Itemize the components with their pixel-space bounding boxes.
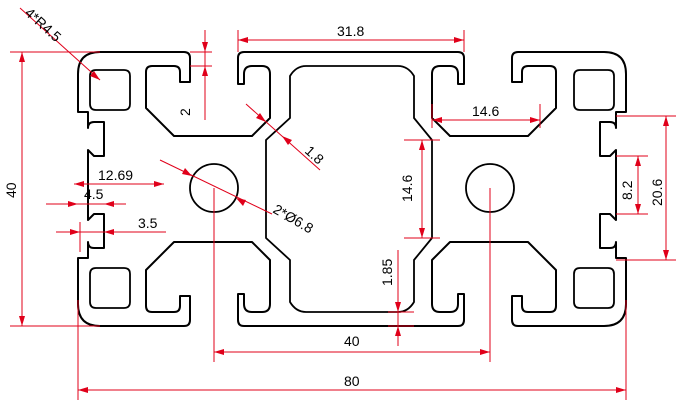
profile-outline <box>77 51 627 327</box>
label-slot-lip: 4.5 <box>84 186 104 202</box>
label-overall-height: 40 <box>3 182 19 198</box>
label-slot-depth: 2 <box>177 108 193 116</box>
label-center-web-width: 14.6 <box>472 103 499 119</box>
label-top-slot-width: 31.8 <box>337 23 364 39</box>
label-center-spacing: 40 <box>344 333 360 349</box>
label-bore-diameter: 2*Ø6.8 <box>271 201 317 237</box>
label-side-slot-width: 20.6 <box>649 179 665 206</box>
label-wall-thickness: 1.8 <box>302 142 327 167</box>
label-center-web-height: 14.6 <box>399 175 415 202</box>
label-slot-inner: 3.5 <box>138 215 158 231</box>
label-corner-radius: 4*R4.5 <box>22 4 65 45</box>
label-slot-offset: 12.69 <box>98 167 133 183</box>
label-side-slot-opening: 8.2 <box>619 180 635 200</box>
dimension-labels: 4*R4.5 31.8 2 1.8 14.6 14.6 2*Ø6.8 12.69… <box>3 4 665 389</box>
label-web-gap: 1.85 <box>379 259 395 286</box>
corner-cavities <box>89 69 615 309</box>
label-overall-width: 80 <box>344 373 360 389</box>
dimension-lines <box>10 7 676 400</box>
